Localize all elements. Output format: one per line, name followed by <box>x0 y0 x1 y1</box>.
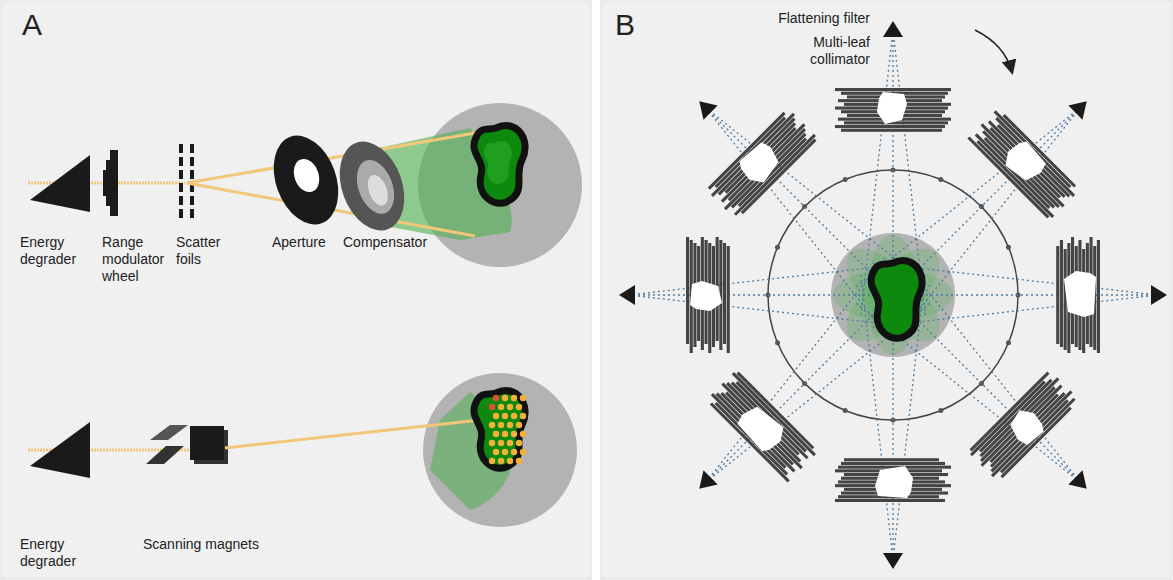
flattening-filter <box>1068 94 1093 119</box>
gantry-position <box>938 408 943 413</box>
part-label: Energy degrader <box>20 536 92 570</box>
scan-spot <box>489 404 495 410</box>
gantry-position <box>938 177 943 182</box>
scan-spot <box>493 449 499 455</box>
scan-spot <box>520 431 526 437</box>
scan-spot <box>507 404 513 410</box>
part-label: Multi-leaf collimator <box>790 34 870 68</box>
scan-spot <box>502 449 508 455</box>
scan-spot <box>511 413 517 419</box>
multi-leaf-collimator <box>835 458 951 502</box>
beam-axis <box>706 108 893 295</box>
scan-spot <box>507 422 513 428</box>
scan-spot <box>498 440 504 446</box>
flattening-filter <box>1068 470 1093 495</box>
beam-axis <box>893 295 1080 482</box>
multi-leaf-collimator <box>706 108 819 221</box>
gantry-position <box>843 408 848 413</box>
dose-field <box>832 234 954 356</box>
scan-spot <box>493 395 499 401</box>
gantry-position <box>1006 340 1011 345</box>
flattening-filter <box>883 21 903 37</box>
scan-spot <box>507 440 513 446</box>
beam-axis <box>628 294 893 295</box>
beam-edge <box>901 258 1080 482</box>
scan-spot <box>511 449 517 455</box>
scan-spot <box>516 422 522 428</box>
pencil-beam-scanning <box>28 373 577 527</box>
gantry-position <box>843 177 848 182</box>
beam-edge <box>901 108 1080 332</box>
scan-spot <box>516 404 522 410</box>
part-label: Flattening filter <box>770 10 870 27</box>
scan-spot <box>498 404 504 410</box>
beam-axis <box>893 108 1080 295</box>
scan-spot <box>493 431 499 437</box>
part-label: Aperture <box>272 234 326 251</box>
scan-spot <box>511 431 517 437</box>
panel-letter: A <box>22 8 42 42</box>
part-label: Scanning magnets <box>143 536 259 553</box>
beam-edge <box>706 108 885 332</box>
beam-edge <box>628 295 913 327</box>
multi-leaf-collimator <box>967 369 1080 482</box>
dose-field <box>832 234 954 356</box>
flattening-filter <box>619 285 635 305</box>
multi-leaf-collimator <box>835 88 951 132</box>
scan-spot <box>493 413 499 419</box>
part-label: Energy degrader <box>20 234 92 268</box>
gantry-position <box>979 204 984 209</box>
scan-spot <box>516 458 522 464</box>
scan-spot <box>498 422 504 428</box>
scan-spot <box>498 458 504 464</box>
photon-imrt <box>619 21 1167 569</box>
flattening-filter <box>883 553 903 569</box>
scan-spot <box>507 458 513 464</box>
gantry-position <box>775 245 780 250</box>
gantry-position <box>1006 245 1011 250</box>
multi-leaf-collimator <box>686 237 730 353</box>
beam-axis <box>893 294 1158 295</box>
part-label: Scatter foils <box>176 234 228 268</box>
scan-spot <box>489 458 495 464</box>
beam-axis <box>706 295 893 482</box>
gantry-position <box>775 340 780 345</box>
beam-edge <box>706 258 885 482</box>
scan-spot <box>516 440 522 446</box>
part-label: Range modulator wheel <box>102 234 174 285</box>
beam-edge <box>856 108 1080 287</box>
scan-spot <box>511 395 517 401</box>
scan-spot <box>520 413 526 419</box>
multi-leaf-collimator <box>967 108 1080 221</box>
scan-spot <box>502 413 508 419</box>
scan-spot <box>489 422 495 428</box>
scan-spot <box>502 395 508 401</box>
scan-spot <box>520 395 526 401</box>
flattening-filter <box>692 470 717 495</box>
flattening-filter <box>692 94 717 119</box>
scan-spot <box>502 431 508 437</box>
beam-axis <box>892 30 893 295</box>
multi-leaf-collimator <box>1056 237 1100 353</box>
scan-spot <box>489 440 495 446</box>
panel-letter: B <box>615 8 635 42</box>
multi-leaf-collimator <box>706 369 819 482</box>
gantry-position <box>802 204 807 209</box>
scan-spot <box>520 449 526 455</box>
flattening-filter <box>1151 285 1167 305</box>
part-label: Compensator <box>343 234 427 251</box>
